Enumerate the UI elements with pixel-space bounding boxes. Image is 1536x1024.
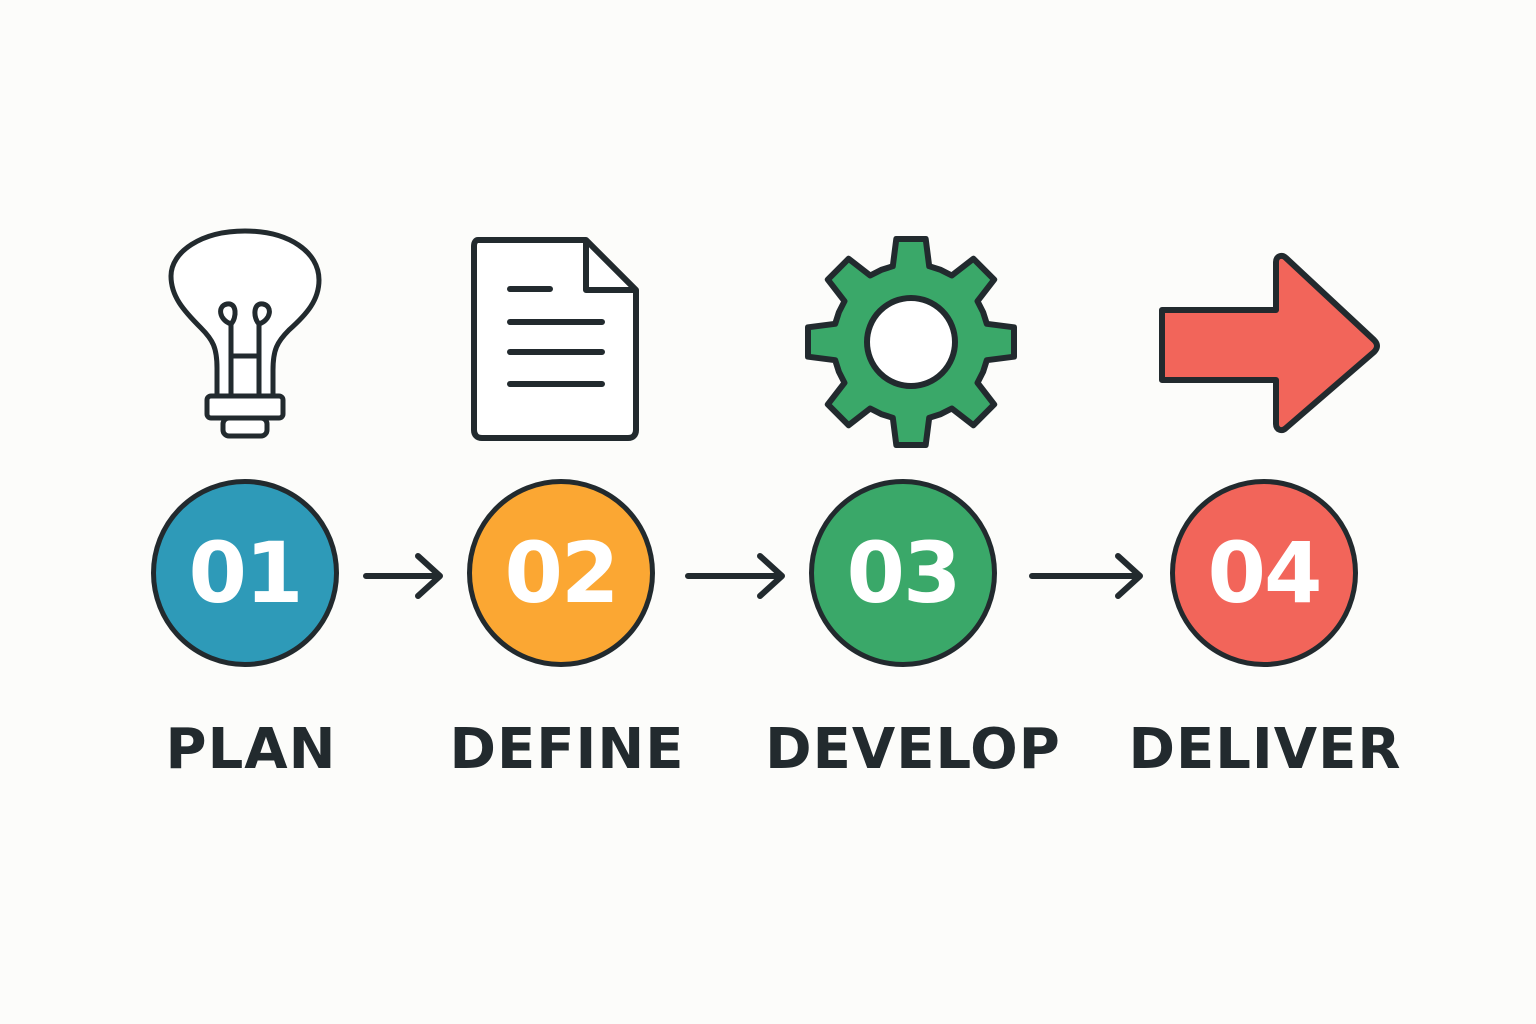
step-4-label: DELIVER [1128,717,1402,782]
connector-arrow-1 [362,548,446,604]
step-2-label: DEFINE [449,717,685,782]
step-1-label: PLAN [165,717,337,782]
step-4-number: 04 [1170,479,1358,667]
arrow-right-icon [1156,252,1384,434]
connector-arrow-2 [684,548,788,604]
step-2-number: 02 [467,479,655,667]
step-3-label: DEVELOP [765,717,1061,782]
connector-arrow-3 [1028,548,1146,604]
step-3-number: 03 [809,479,997,667]
document-icon [470,234,642,444]
lightbulb-icon [165,228,325,443]
step-1-number: 01 [151,479,339,667]
gear-icon [798,232,1024,452]
